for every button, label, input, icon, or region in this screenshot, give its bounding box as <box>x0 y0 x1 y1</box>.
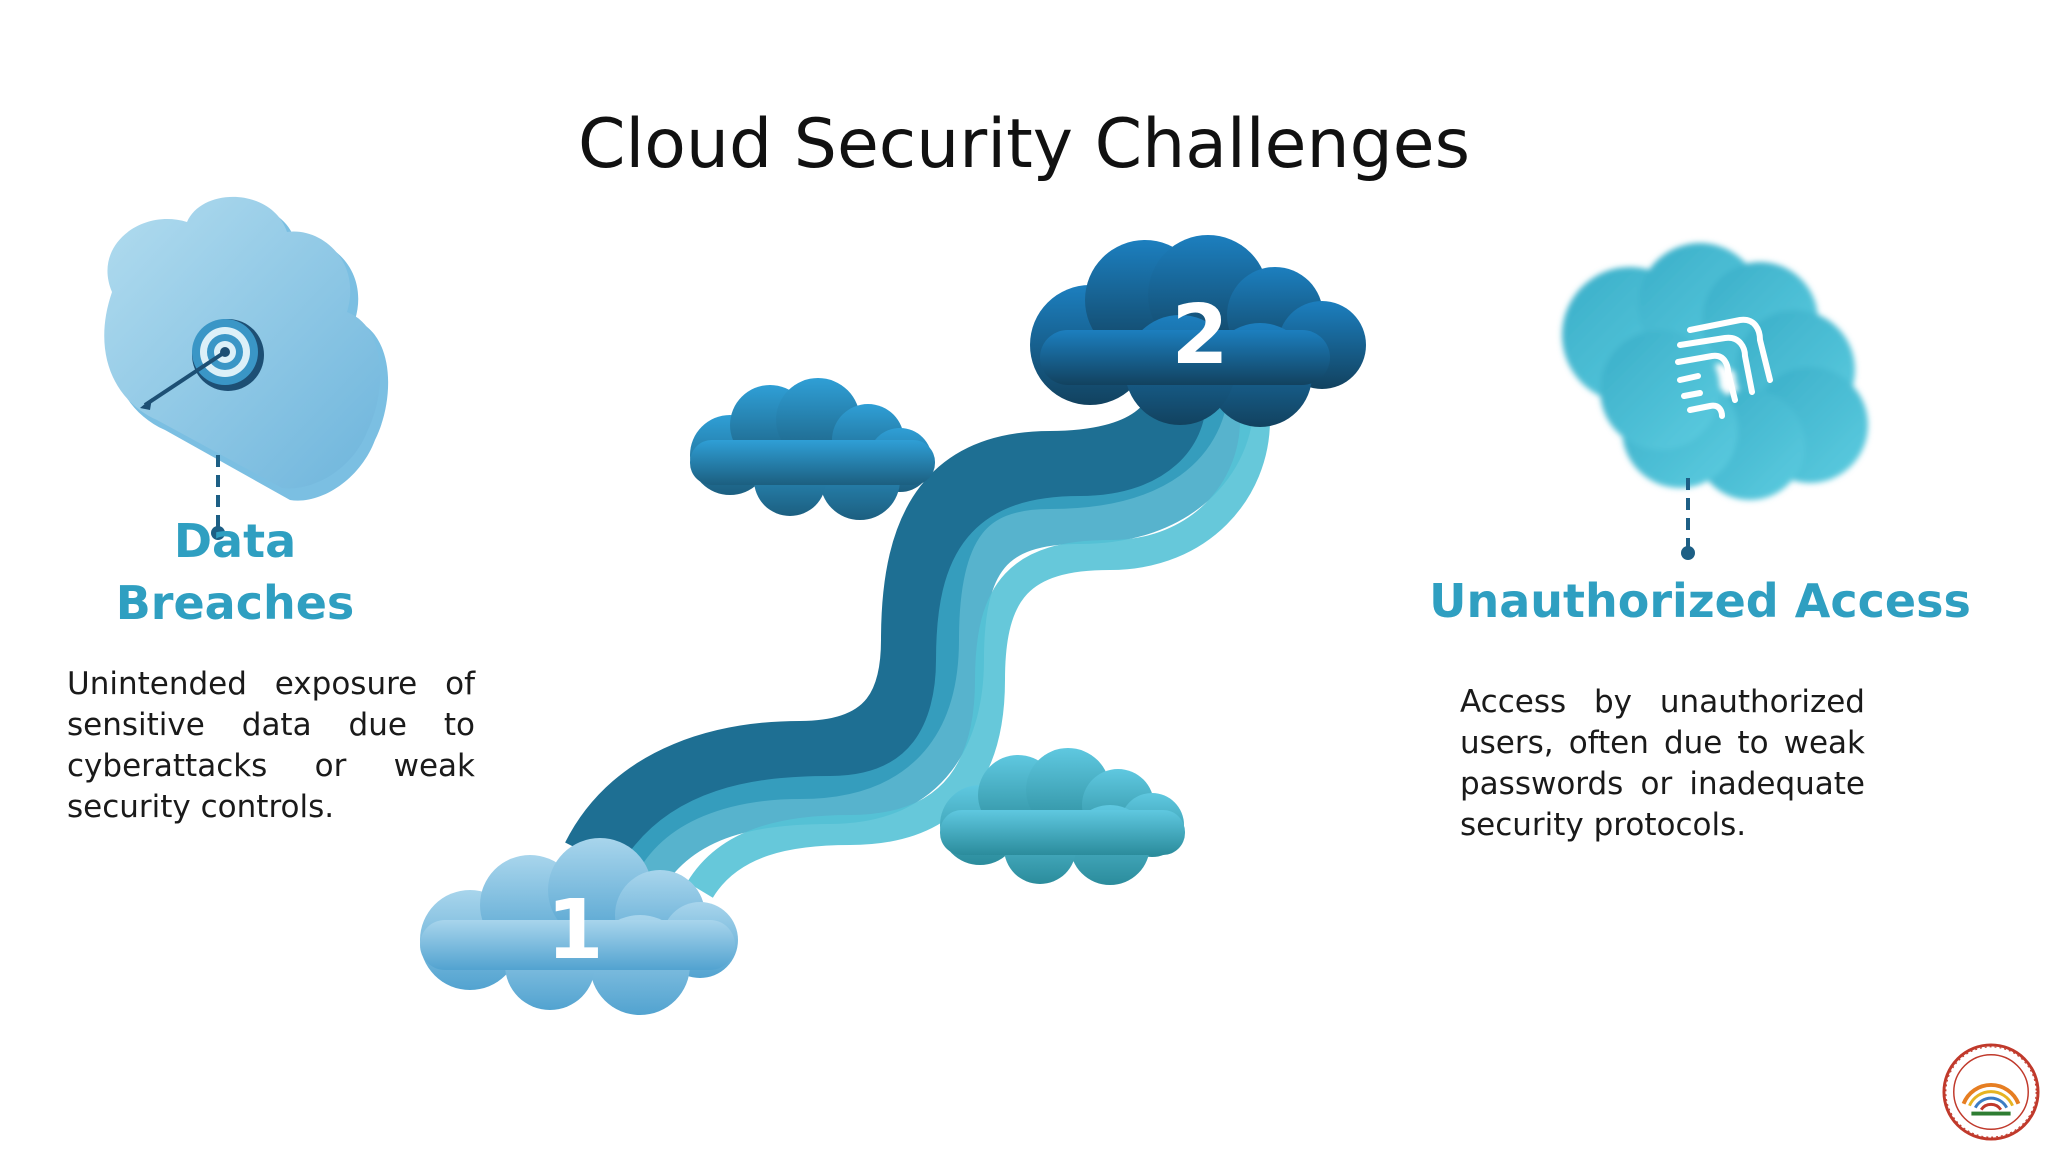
heading-unauthorized-access: Unauthorized Access <box>1429 574 1971 628</box>
step-number-1: 1 <box>546 883 604 978</box>
institution-seal-logo <box>1942 1043 2040 1141</box>
connector-left <box>211 455 225 540</box>
connector-right <box>1681 478 1695 560</box>
slide-title: Cloud Security Challenges <box>577 105 1471 184</box>
heading-data-breaches: Data Breaches <box>115 514 355 630</box>
step-number-2: 2 <box>1171 288 1229 383</box>
cloud-step-2 <box>1030 235 1366 427</box>
cloud-step-1 <box>420 838 738 1015</box>
description-unauthorized-access: Access by unauthorized users, often due … <box>1460 684 1865 843</box>
small-cloud-b <box>940 748 1185 885</box>
data-breaches-cloud <box>104 196 389 501</box>
unauthorized-access-cloud <box>1562 243 1868 500</box>
winding-path <box>565 377 1270 899</box>
small-cloud-a <box>690 378 935 520</box>
target-icon <box>140 319 264 410</box>
fingerprint-icon <box>1675 316 1773 419</box>
description-data-breaches: Unintended exposure of sensitive data du… <box>67 666 475 825</box>
